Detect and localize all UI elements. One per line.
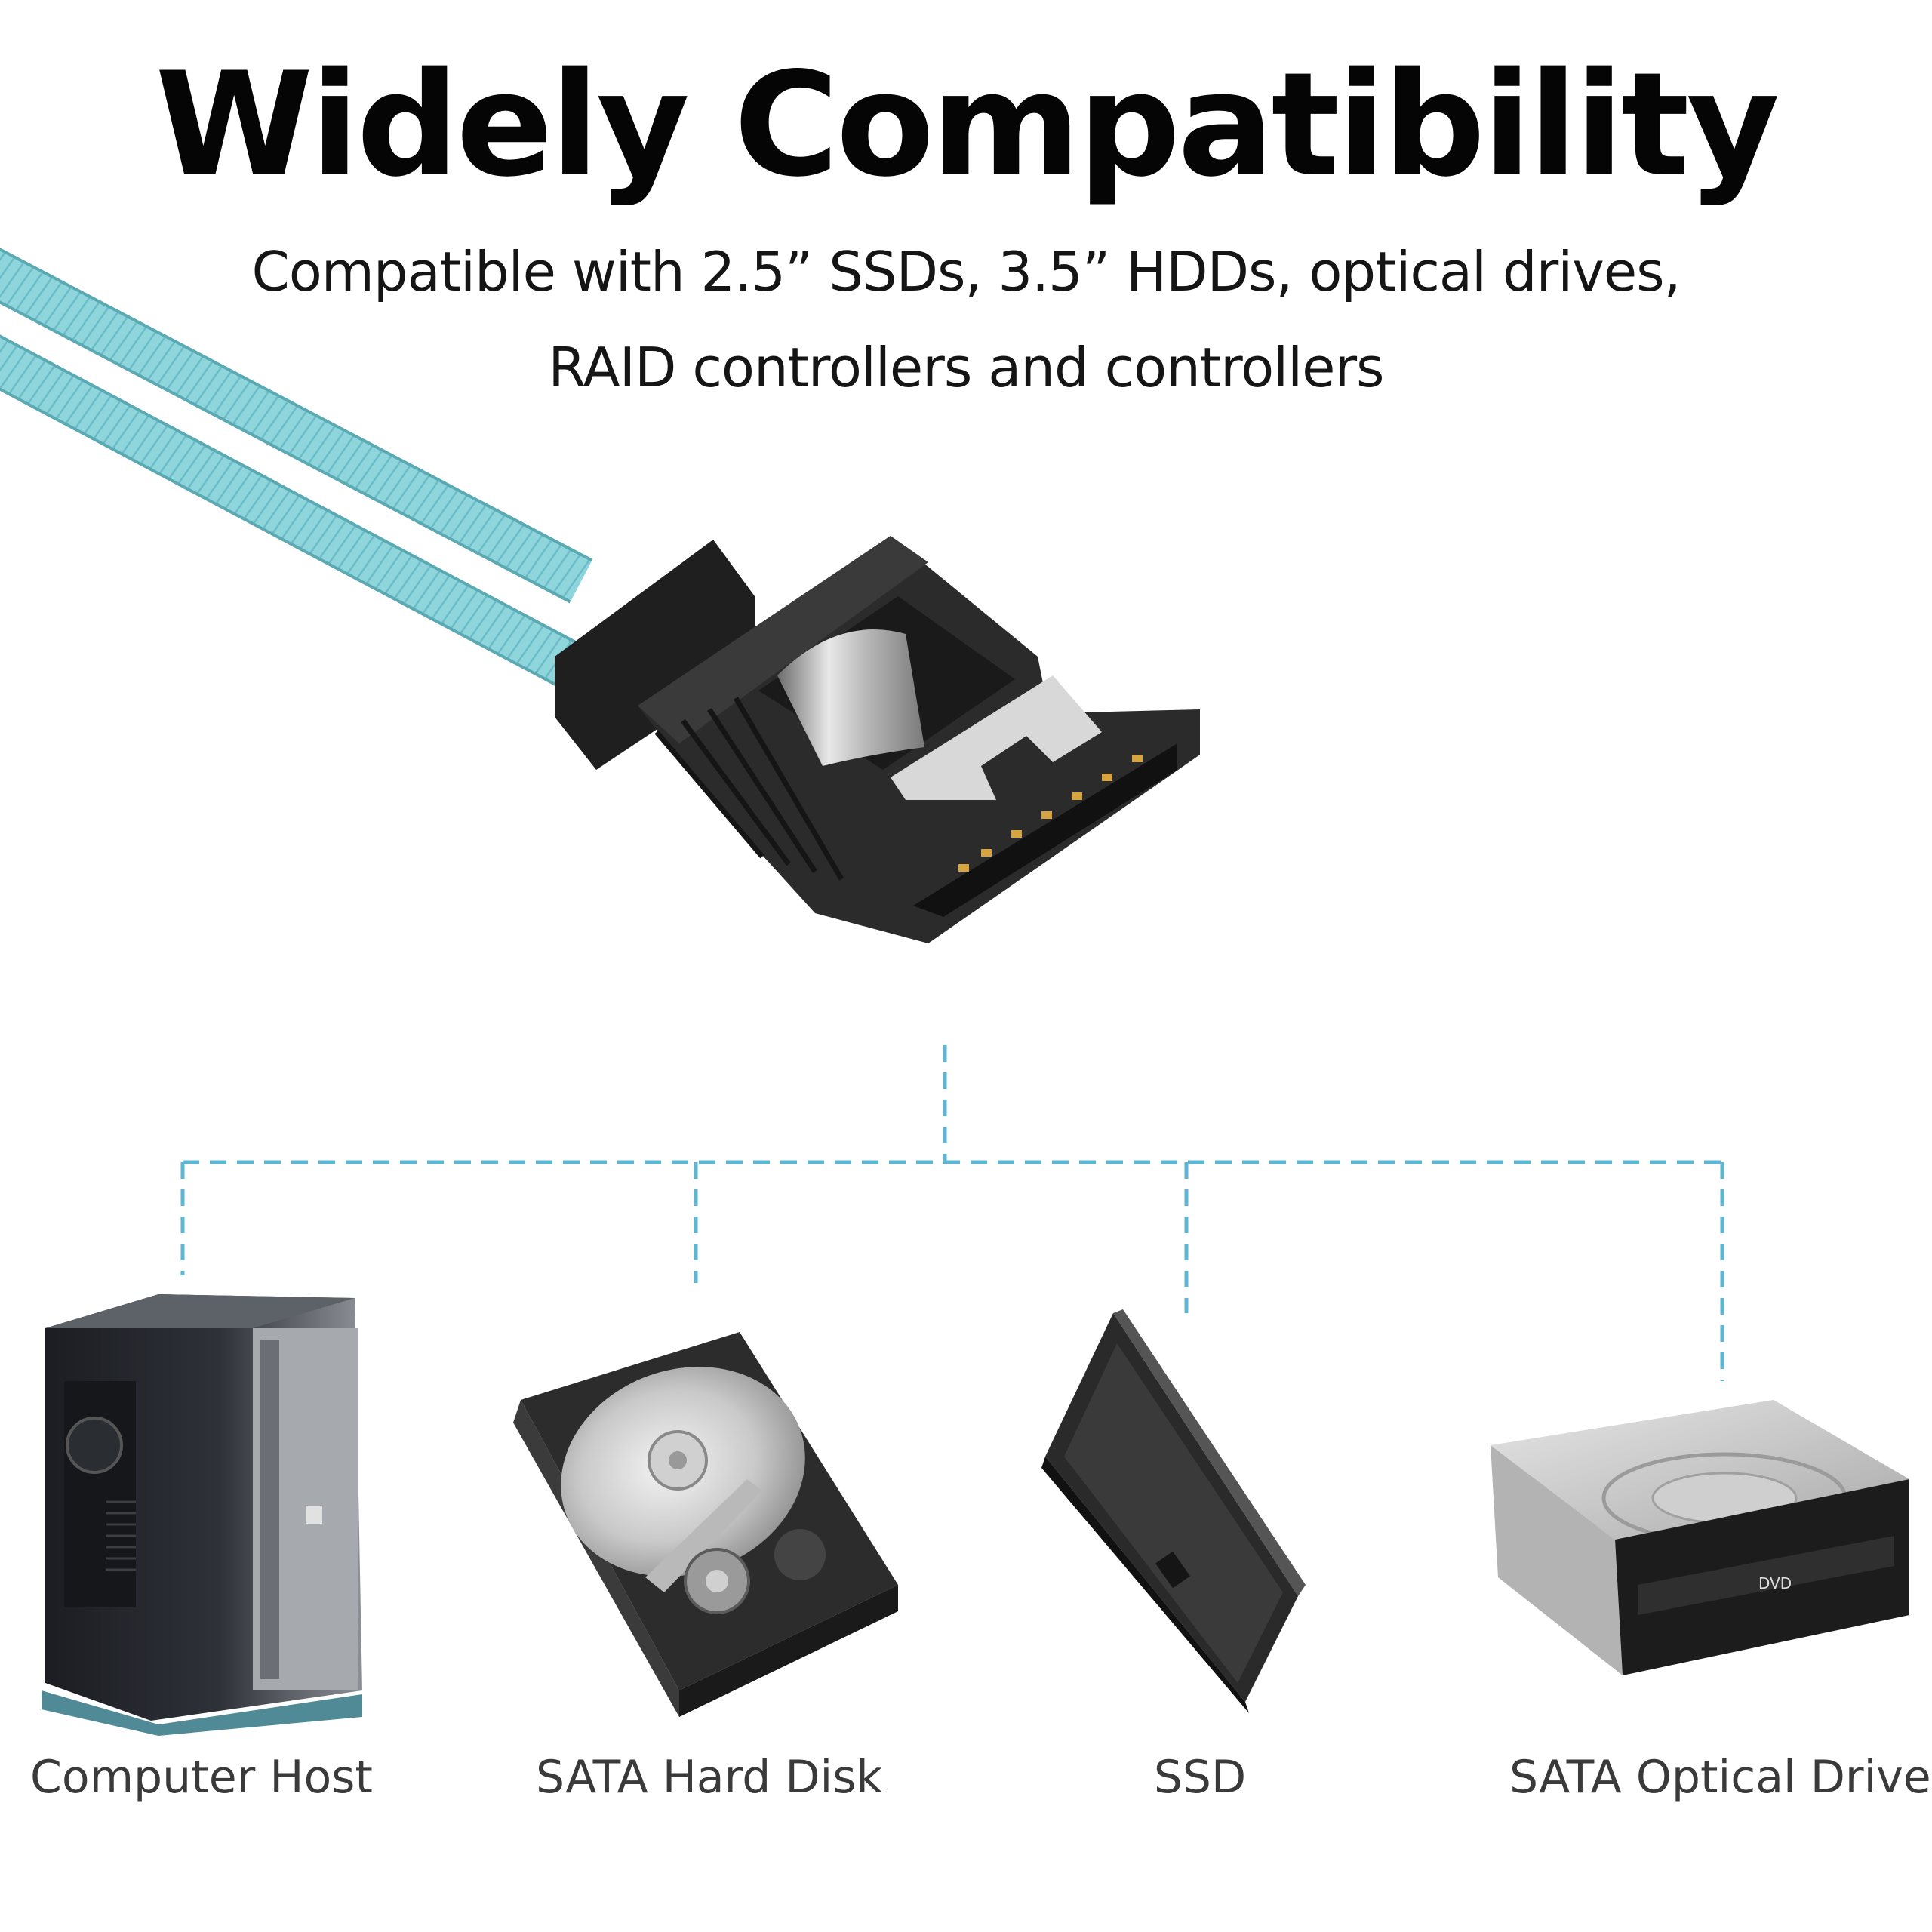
hard-disk-icon <box>513 1332 898 1717</box>
label-ssd: SSD <box>1153 1751 1247 1804</box>
subtitle-line-1: Compatible with 2.5” SSDs, 3.5” HDDs, op… <box>251 240 1681 303</box>
optical-drive-icon: DVD <box>1491 1400 1909 1675</box>
ssd-icon <box>1041 1309 1306 1713</box>
connection-lines <box>180 1045 1724 1381</box>
subtitle-line-2: RAID controllers and controllers <box>548 336 1384 399</box>
label-computer-host: Computer Host <box>30 1751 373 1804</box>
sata-cable-icon <box>0 248 593 694</box>
label-sata-optical-drive: SATA Optical Drive <box>1509 1751 1931 1804</box>
label-sata-hard-disk: SATA Hard Disk <box>536 1751 883 1804</box>
sata-connector-icon <box>555 536 1200 943</box>
computer-tower-icon <box>42 1294 362 1736</box>
page-title: Widely Compatibility <box>155 42 1780 208</box>
dvd-logo-icon: DVD <box>1758 1574 1792 1592</box>
